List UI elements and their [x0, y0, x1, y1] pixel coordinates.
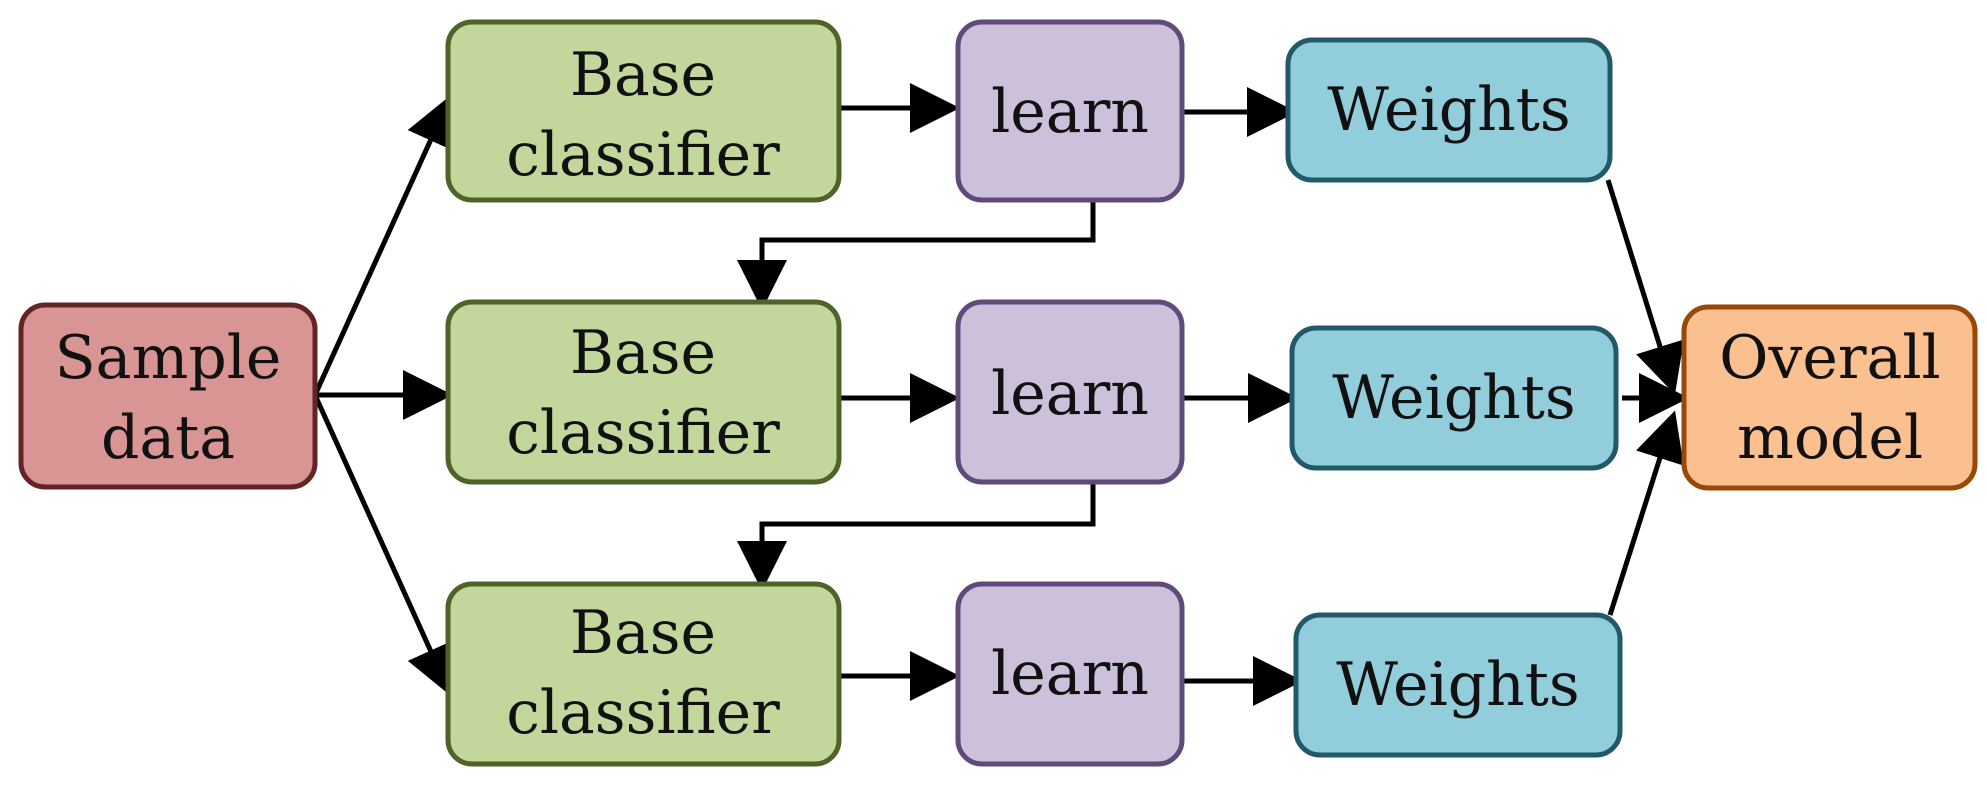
weights-label: Weights: [1336, 650, 1579, 720]
base-classifier-node-2: Base classifier: [445, 299, 842, 485]
nodes: Sample data Base classifier Base classif…: [18, 19, 1978, 767]
weights-label: Weights: [1327, 75, 1570, 145]
arrow-sample-to-classifier-3: [312, 393, 454, 697]
base-classifier-label-line-2: classifier: [506, 398, 780, 468]
weights-box-1: [1285, 37, 1613, 183]
weights-node-1: Weights: [1285, 37, 1613, 183]
overall-model-node: Overall model: [1681, 304, 1978, 491]
sample-data-label-line-2: data: [101, 403, 235, 473]
weights-label: Weights: [1332, 363, 1575, 433]
arrow-weights-1-to-overall: [1605, 179, 1684, 395]
base-classifier-node-1: Base classifier: [445, 19, 842, 203]
edges: [312, 83, 1689, 706]
sample-data-label-line-1: Sample: [55, 323, 282, 393]
learn-node-1: learn: [955, 19, 1185, 203]
weights-box-3: [1293, 612, 1623, 758]
arrow-sample-to-classifier-1: [312, 94, 454, 397]
learn-label: learn: [991, 639, 1149, 709]
base-classifier-node-3: Base classifier: [445, 581, 842, 767]
arrow-learn-2-to-classifier-3: [737, 482, 1096, 591]
overall-model-box: [1681, 304, 1978, 491]
learn-box-1: [955, 19, 1185, 203]
overall-model-label-line-1: Overall: [1719, 323, 1940, 393]
learn-box-2: [955, 299, 1185, 485]
learn-node-2: learn: [955, 299, 1185, 485]
arrow-learn-1-to-classifier-2: [737, 200, 1096, 310]
base-classifier-label-line-1: Base: [570, 598, 716, 668]
learn-box-3: [955, 581, 1185, 767]
weights-node-2: Weights: [1289, 325, 1619, 471]
sample-data-box: [18, 302, 318, 490]
base-classifier-label-line-1: Base: [570, 318, 716, 388]
weights-box-2: [1289, 325, 1619, 471]
base-classifier-label-line-1: Base: [570, 40, 716, 110]
learn-label: learn: [991, 77, 1149, 147]
learn-label: learn: [991, 359, 1149, 429]
base-classifier-box-2: [445, 299, 842, 485]
base-classifier-box-3: [445, 581, 842, 767]
learn-node-3: learn: [955, 581, 1185, 767]
sample-data-node: Sample data: [18, 302, 318, 490]
overall-model-label-line-2: model: [1737, 403, 1923, 473]
arrow-weights-3-to-overall: [1607, 410, 1684, 616]
weights-node-3: Weights: [1293, 612, 1623, 758]
base-classifier-label-line-2: classifier: [506, 678, 780, 748]
base-classifier-box-1: [445, 19, 842, 203]
base-classifier-label-line-2: classifier: [506, 120, 780, 190]
